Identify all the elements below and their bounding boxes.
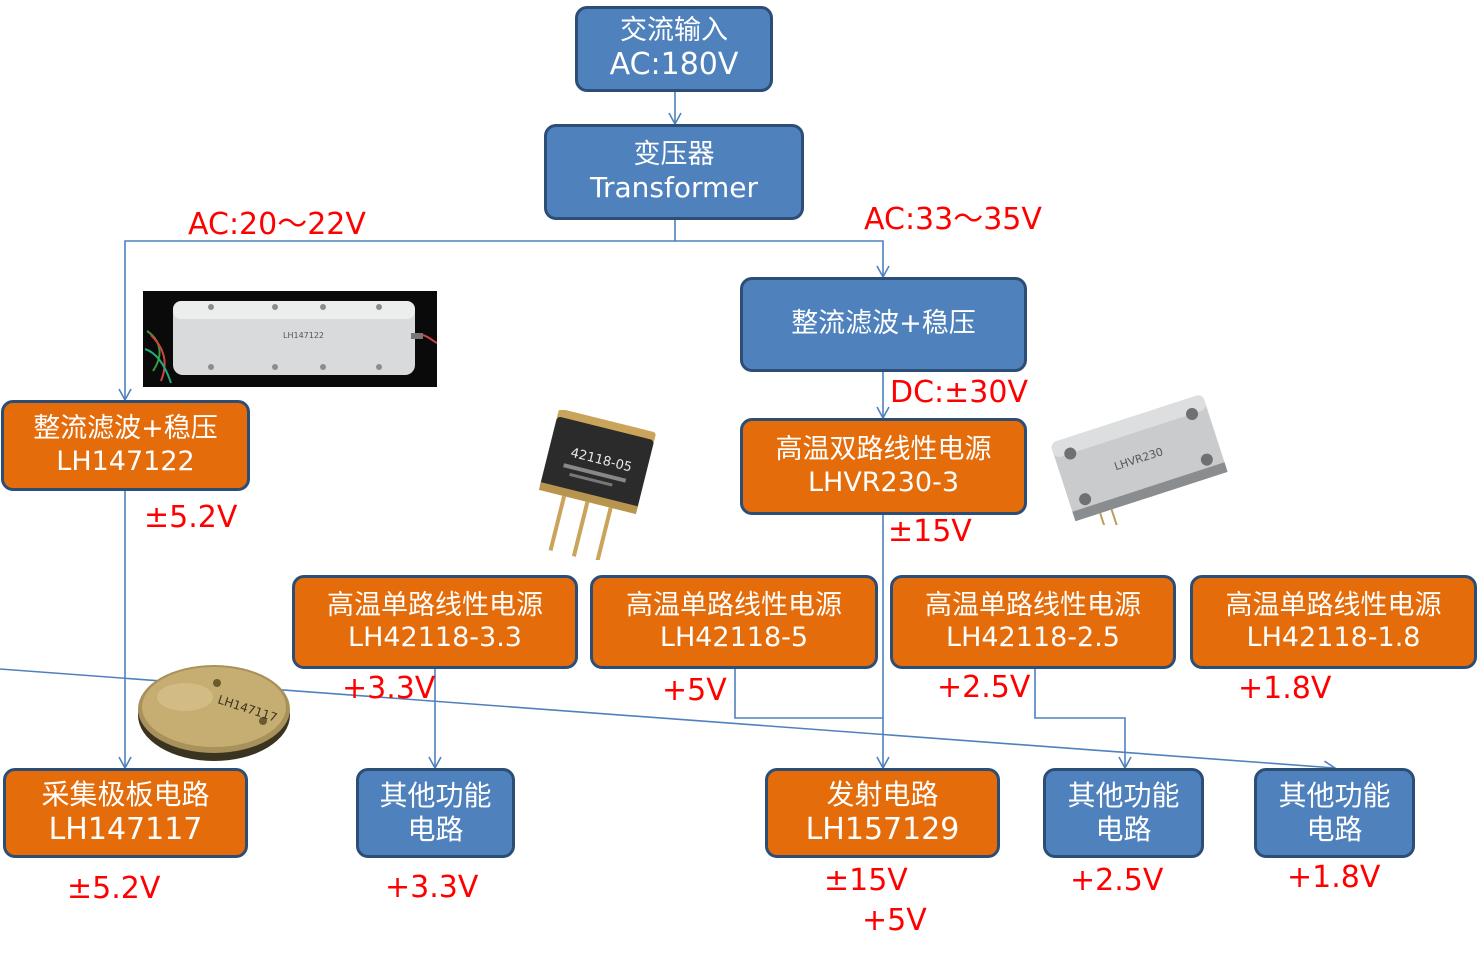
label-pm52-top: ±5.2V (144, 500, 238, 535)
single-power-25-model: LH42118-2.5 (946, 622, 1120, 653)
acquisition-board-title: 采集极板电路 (41, 778, 210, 812)
other-circuit-25-line1: 其他功能 (1067, 779, 1180, 813)
other-circuit-33-box: 其他功能 电路 (356, 768, 515, 858)
other-circuit-25-box: 其他功能 电路 (1043, 768, 1204, 858)
chip-photo-42118: 42118-05 (505, 409, 660, 563)
module-photo-lh147122: LH147122 (143, 291, 438, 387)
transformer-title-cn: 变压器 (633, 139, 715, 170)
dual-power-model: LHVR230-3 (807, 466, 960, 498)
label-v5: +5V (662, 673, 727, 708)
ac-input-title: 交流输入 (620, 14, 728, 46)
line-transformer-right (675, 240, 890, 279)
single-power-5-model: LH42118-5 (659, 622, 809, 653)
ac-input-voltage: AC:180V (609, 47, 739, 83)
transformer-box: 变压器 Transformer (544, 124, 804, 220)
arrow-25-to-other (1034, 669, 1132, 770)
transmit-circuit-model: LH157129 (805, 811, 960, 847)
rectifier-right-box: 整流滤波+稳压 (740, 277, 1027, 372)
other-circuit-18-line1: 其他功能 (1278, 779, 1391, 813)
label-pm15-top: ±15V (888, 514, 972, 549)
output-v5: +5V (862, 903, 927, 938)
module-photo-lhvr230: LHVR230 (1044, 395, 1230, 531)
other-circuit-25-line2: 电路 (1095, 813, 1152, 846)
module-label-text: LH147122 (283, 331, 324, 340)
disc-photo-lh147117: LH147117 (137, 655, 292, 763)
other-circuit-18-box: 其他功能 电路 (1254, 768, 1415, 858)
single-power-25-box: 高温单路线性电源 LH42118-2.5 (890, 575, 1176, 669)
output-pm52: ±5.2V (67, 871, 161, 906)
single-power-5-box: 高温单路线性电源 LH42118-5 (590, 575, 878, 669)
acquisition-board-model: LH147117 (48, 811, 203, 847)
rectifier-left-title: 整流滤波+稳压 (33, 413, 218, 445)
acquisition-board-box: 采集极板电路 LH147117 (3, 768, 248, 858)
transmit-circuit-title: 发射电路 (826, 778, 939, 812)
single-power-5-title: 高温单路线性电源 (626, 589, 842, 621)
label-v25: +2.5V (937, 670, 1031, 705)
dual-power-box: 高温双路线性电源 LHVR230-3 (740, 418, 1027, 515)
other-circuit-33-line2: 电路 (407, 813, 464, 846)
dual-power-title: 高温双路线性电源 (775, 434, 992, 466)
output-v33: +3.3V (385, 870, 479, 905)
label-v33: +3.3V (342, 671, 436, 706)
line-transformer-split (118, 220, 676, 402)
single-power-33-box: 高温单路线性电源 LH42118-3.3 (292, 575, 578, 669)
other-circuit-18-line2: 电路 (1306, 813, 1363, 846)
transformer-title-en: Transformer (589, 171, 758, 205)
single-power-18-title: 高温单路线性电源 (1225, 589, 1442, 621)
single-power-33-model: LH42118-3.3 (348, 622, 522, 653)
rectifier-left-model: LH147122 (56, 445, 195, 477)
single-power-25-title: 高温单路线性电源 (925, 589, 1141, 621)
output-v18: +1.8V (1287, 860, 1381, 895)
label-ac-right: AC:33～35V (864, 202, 1042, 237)
single-power-18-box: 高温单路线性电源 LH42118-1.8 (1190, 575, 1477, 669)
rectifier-right-title: 整流滤波+稳压 (791, 308, 976, 340)
transmit-circuit-box: 发射电路 LH157129 (765, 768, 1000, 858)
other-circuit-33-line1: 其他功能 (379, 779, 492, 813)
label-dc-30: DC:±30V (890, 375, 1028, 410)
label-v18: +1.8V (1238, 671, 1332, 706)
line-5-to-transmit (734, 669, 883, 719)
single-power-18-model: LH42118-1.8 (1246, 622, 1421, 653)
ac-input-box: 交流输入 AC:180V (575, 6, 773, 92)
rectifier-left-box: 整流滤波+稳压 LH147122 (1, 400, 250, 491)
label-ac-left: AC:20～22V (188, 207, 366, 242)
output-pm15: ±15V (824, 863, 908, 898)
output-v25: +2.5V (1070, 863, 1164, 898)
single-power-33-title: 高温单路线性电源 (327, 589, 543, 621)
